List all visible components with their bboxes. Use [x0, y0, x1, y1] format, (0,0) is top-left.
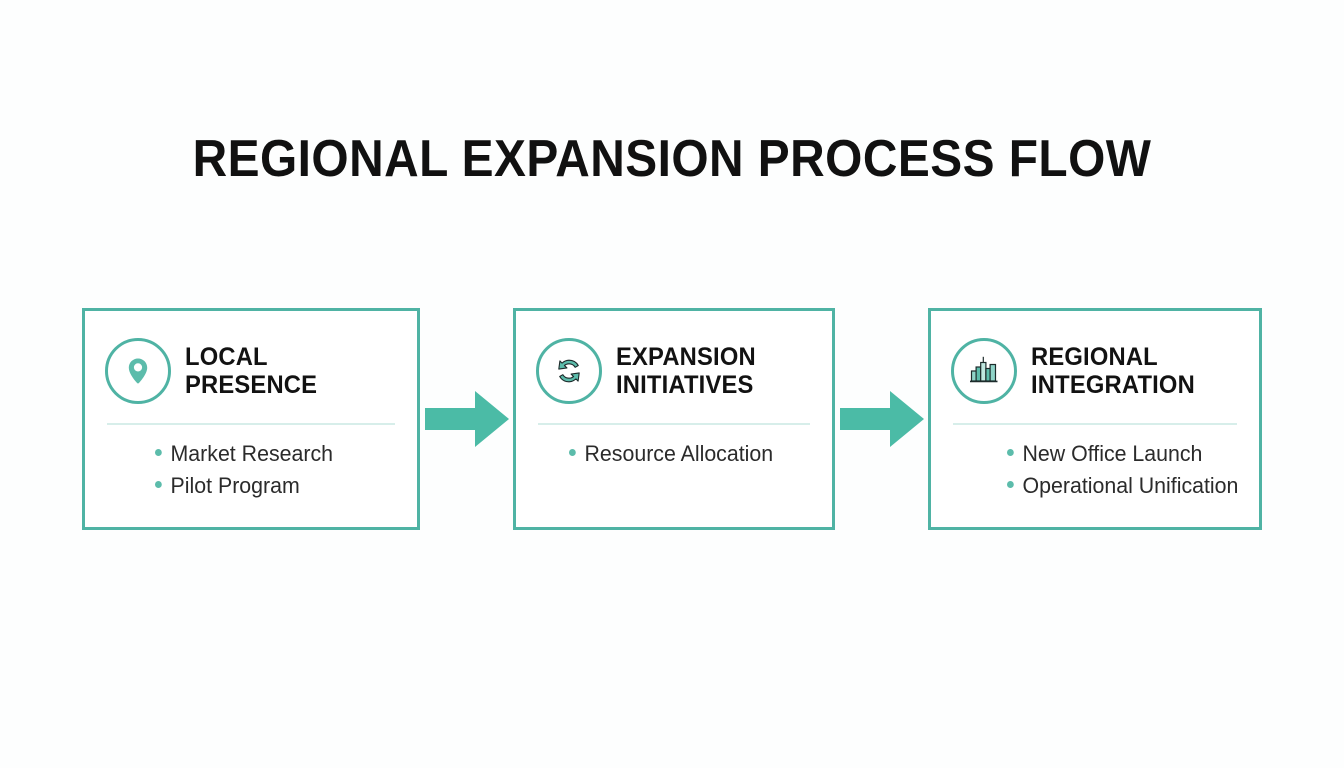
bullet-label: Operational Unification [1022, 473, 1239, 498]
bullet-dot-icon [1007, 481, 1014, 488]
card-divider [538, 423, 810, 425]
right-arrow-icon [839, 391, 924, 447]
step-header: LOCAL PRESENCE [105, 329, 397, 413]
bullet-label: New Office Launch [1022, 441, 1203, 466]
page-title: REGIONAL EXPANSION PROCESS FLOW [192, 130, 1152, 188]
list-item: Pilot Program [155, 471, 390, 501]
bullet-dot-icon [568, 449, 576, 456]
refresh-cycle-icon [536, 338, 602, 404]
card-divider [107, 423, 395, 425]
arrow-step1-to-step2 [420, 391, 513, 447]
arrow-step2-to-step3 [835, 391, 928, 447]
list-item: Operational Unification [1007, 471, 1238, 501]
right-arrow-icon [424, 391, 509, 447]
bullet-dot-icon [155, 481, 162, 488]
step-title: REGIONAL INTEGRATION [1031, 343, 1195, 399]
bullet-dot-icon [155, 449, 162, 456]
card-divider [953, 423, 1237, 425]
process-step-card-regional-integration[interactable]: REGIONAL INTEGRATION New Office Launch O… [928, 308, 1262, 530]
list-item: Resource Allocation [568, 439, 773, 469]
step-bullet-list: New Office Launch Operational Unificatio… [951, 439, 1239, 513]
location-pin-icon [105, 338, 171, 404]
city-buildings-icon [951, 338, 1017, 404]
step-header: EXPANSION INITIATIVES [536, 329, 812, 413]
step-header: REGIONAL INTEGRATION [951, 329, 1239, 413]
process-step-card-expansion-initiatives[interactable]: EXPANSION INITIATIVES Resource Allocatio… [513, 308, 835, 530]
bullet-dot-icon [1007, 449, 1014, 456]
bullet-label: Pilot Program [170, 473, 300, 498]
list-item: New Office Launch [1007, 439, 1232, 469]
process-step-card-local-presence[interactable]: LOCAL PRESENCE Market Research Pilot Pro… [82, 308, 420, 530]
step-title: LOCAL PRESENCE [185, 343, 318, 399]
bullet-label: Market Research [170, 441, 334, 466]
list-item: Market Research [155, 439, 390, 469]
step-bullet-list: Resource Allocation [536, 439, 812, 513]
process-flow-row: LOCAL PRESENCE Market Research Pilot Pro… [82, 308, 1262, 530]
step-title: EXPANSION INITIATIVES [616, 343, 756, 399]
step-bullet-list: Market Research Pilot Program [105, 439, 397, 513]
bullet-label: Resource Allocation [584, 441, 773, 466]
